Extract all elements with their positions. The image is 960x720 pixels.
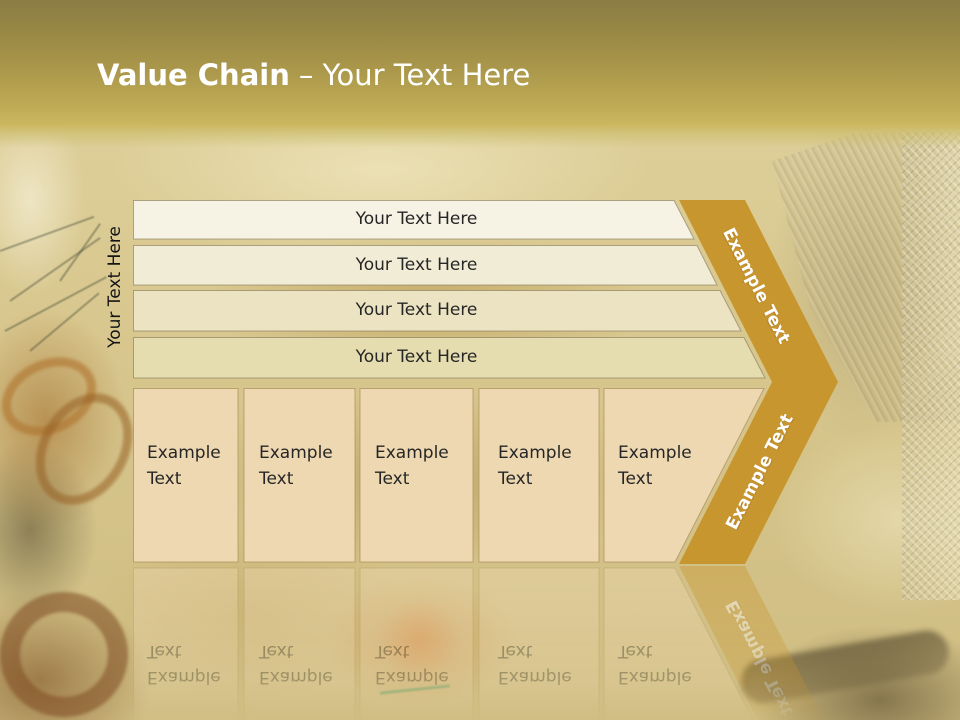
primary-box-3: [359, 388, 474, 563]
support-bar-4: [133, 337, 766, 379]
primary-box-5-label: Example Text: [618, 443, 692, 489]
primary-box-3-label: Example Text: [375, 443, 449, 489]
support-bar-3: [133, 290, 742, 332]
support-bar-1-label: Your Text Here: [355, 209, 478, 229]
primary-box-1-label: Example Text: [147, 443, 221, 489]
title-band: [0, 0, 960, 148]
support-shapes: [133, 200, 838, 382]
support-bar-1: [133, 200, 695, 240]
ribbon-curl-decoration: [0, 592, 128, 717]
primary-activities: Example Text Example Text Example Text E…: [133, 382, 838, 564]
slide-title-rest: – Your Text Here: [298, 58, 531, 92]
primary-shapes: [133, 382, 838, 564]
support-bar-3-label: Your Text Here: [355, 300, 478, 320]
primary-box-5: [603, 388, 765, 563]
support-bar-4-label: Your Text Here: [355, 347, 478, 367]
vertical-ribbon-decoration: [902, 130, 960, 600]
margin-chevron-lower: [679, 382, 838, 564]
support-activities-side-label: Your Text Here: [105, 226, 125, 348]
slide-title-emphasis: Value Chain: [97, 58, 290, 92]
bokeh-decoration: [380, 598, 460, 678]
support-bar-2: [133, 245, 718, 286]
support-activities: Your Text Here Your Text Here Your Text …: [133, 200, 838, 382]
margin-chevron-upper: [679, 200, 838, 382]
slide-title: Value Chain– Your Text Here: [97, 57, 530, 93]
primary-box-2-label: Example Text: [259, 443, 333, 489]
primary-box-1: [133, 388, 239, 563]
support-bar-2-label: Your Text Here: [355, 255, 478, 275]
primary-box-2: [243, 388, 356, 563]
primary-box-4-label: Example Text: [498, 443, 572, 489]
primary-box-4: [478, 388, 600, 563]
